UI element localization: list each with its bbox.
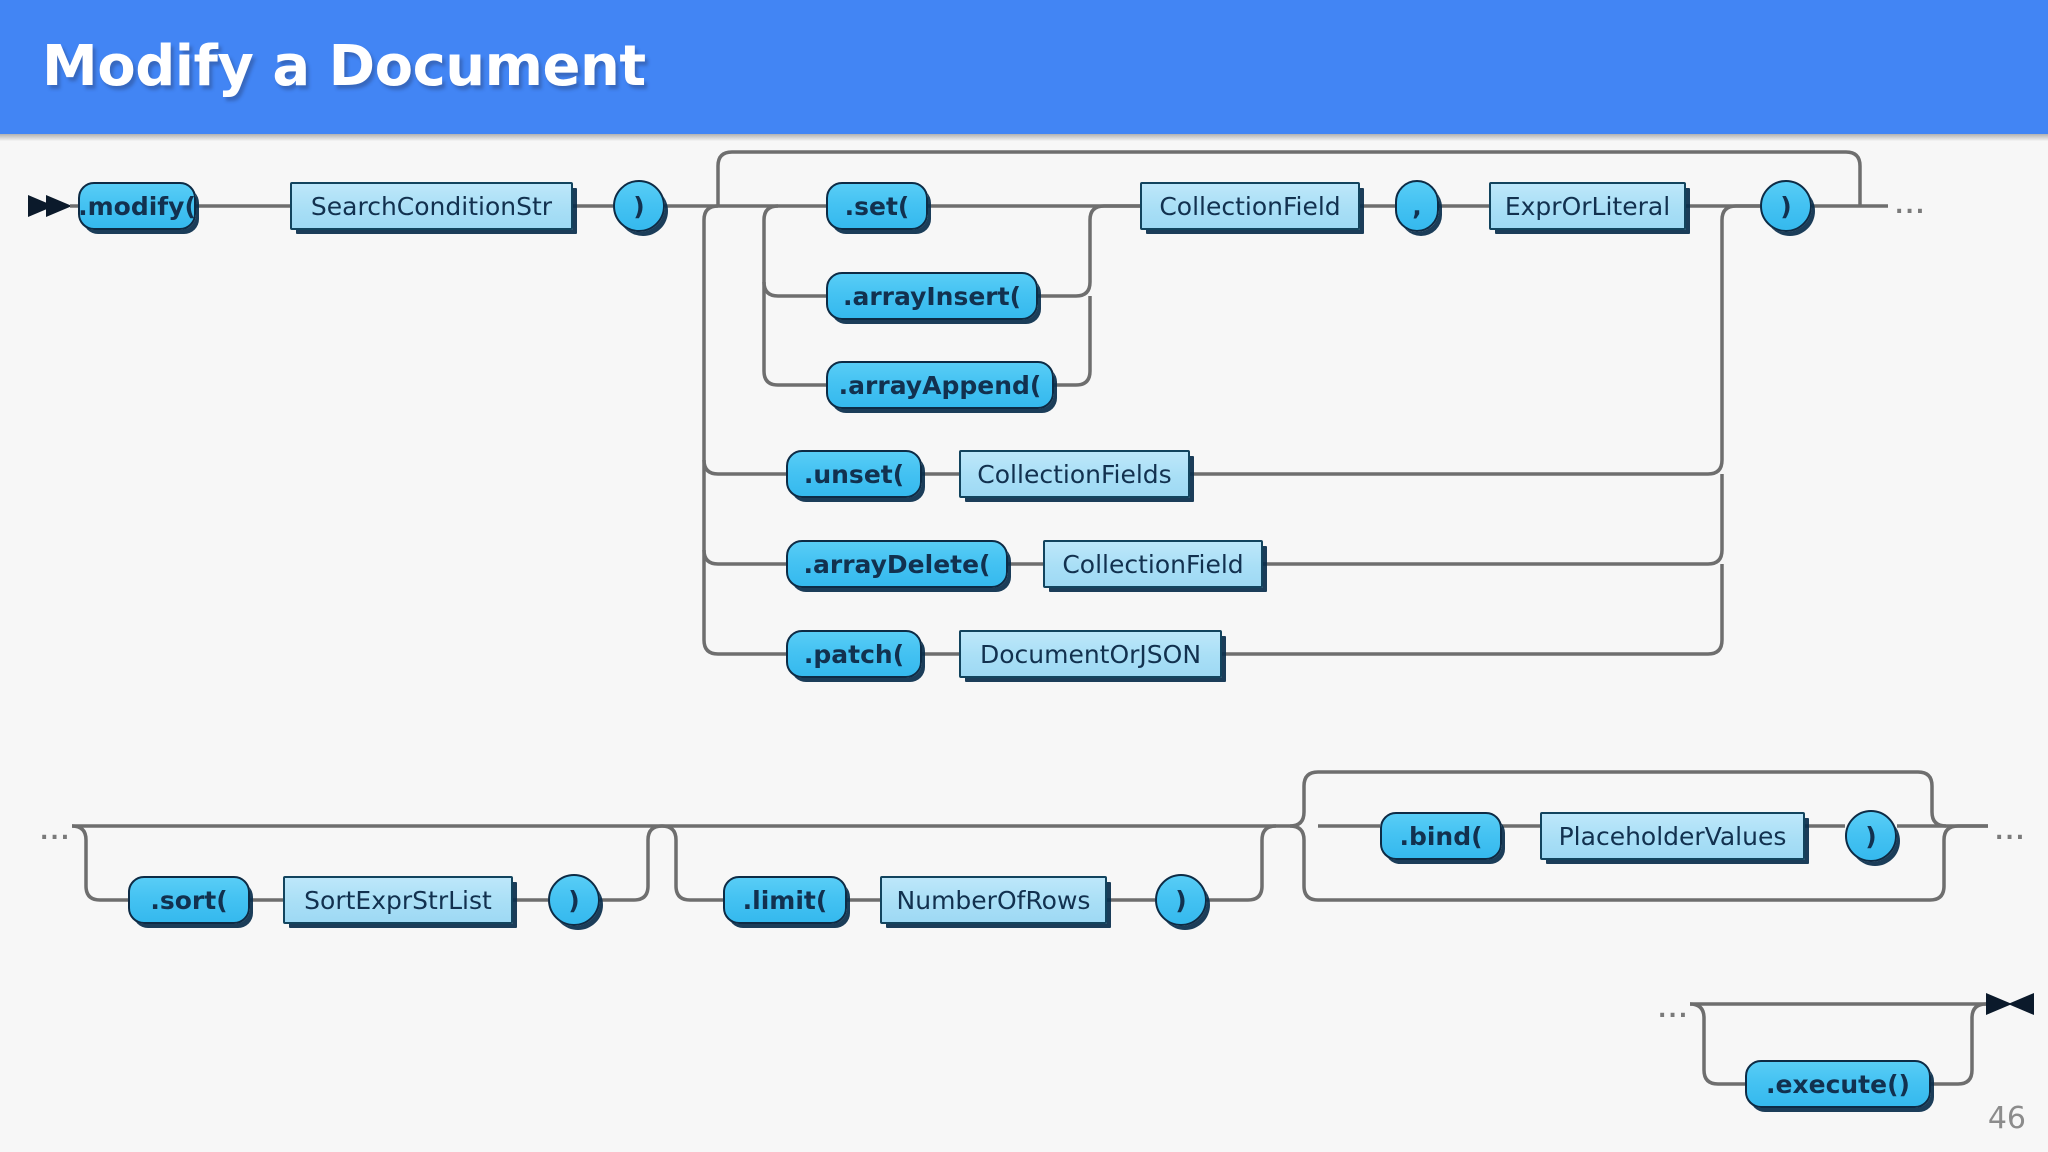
railroad-node-label: DocumentOrJSON: [979, 639, 1202, 669]
railroad-node-close-paren-2: ): [1760, 180, 1812, 232]
railroad-node-label: .execute(): [1766, 1069, 1910, 1099]
railroad-node-collection-fields: CollectionFields: [959, 450, 1190, 498]
railroad-node-unset: .unset(: [786, 450, 922, 498]
railroad-node-label: NumberOfRows: [896, 885, 1091, 915]
railroad-node-array-delete: .arrayDelete(: [786, 540, 1008, 588]
continuation-dots-dots-row2-end: ...: [1995, 820, 2027, 845]
railroad-node-label: ): [1175, 885, 1187, 915]
railroad-node-label: ): [1780, 191, 1792, 221]
railroad-node-label: .unset(: [803, 459, 905, 489]
railroad-node-label: ,: [1412, 191, 1422, 221]
railroad-node-execute: .execute(): [1745, 1060, 1931, 1108]
railroad-node-close-paren-3: ): [548, 874, 600, 926]
railroad-node-sort: .sort(: [128, 876, 250, 924]
page-title: Modify a Document: [42, 34, 646, 99]
railroad-node-collection-field-1: CollectionField: [1140, 182, 1360, 230]
railroad-node-expr-or-literal: ExprOrLiteral: [1489, 182, 1686, 230]
railroad-node-label: ExprOrLiteral: [1504, 191, 1671, 221]
start-marker-icon: [28, 195, 72, 217]
railroad-node-placeholder-values: PlaceholderValues: [1540, 812, 1805, 860]
railroad-node-label: .bind(: [1399, 821, 1483, 851]
railroad-node-label: ): [633, 191, 645, 221]
railroad-node-close-paren-1: ): [613, 180, 665, 232]
railroad-node-close-paren-5: ): [1845, 810, 1897, 862]
railroad-node-label: .patch(: [803, 639, 905, 669]
continuation-dots-dots-row1-end: ...: [1895, 194, 1927, 219]
railroad-node-label: ): [568, 885, 580, 915]
railroad-node-label: SortExprStrList: [304, 885, 492, 915]
continuation-dots-dots-row2-start: ...: [40, 820, 72, 845]
railroad-node-label: .set(: [844, 191, 910, 221]
railroad-node-label: .modify(: [78, 191, 196, 221]
railroad-node-label: CollectionFields: [977, 459, 1172, 489]
railroad-node-collection-field-2: CollectionField: [1043, 540, 1263, 588]
railroad-node-number-of-rows: NumberOfRows: [880, 876, 1107, 924]
railroad-node-limit: .limit(: [723, 876, 847, 924]
slide-page-number: 46: [1987, 1101, 2026, 1136]
end-marker-icon: [1986, 993, 2034, 1015]
slide-header-bar: [0, 0, 2048, 134]
railroad-node-label: .arrayInsert(: [842, 281, 1022, 311]
railroad-node-label: ): [1865, 821, 1877, 851]
railroad-node-label: .arrayDelete(: [803, 549, 991, 579]
railroad-node-label: CollectionField: [1159, 191, 1341, 221]
railroad-node-patch: .patch(: [786, 630, 922, 678]
railroad-node-label: SearchConditionStr: [310, 191, 553, 221]
railroad-node-set: .set(: [826, 182, 928, 230]
railroad-node-label: .arrayAppend(: [838, 370, 1042, 400]
railroad-node-sort-expr-str-list: SortExprStrList: [283, 876, 513, 924]
railroad-node-comma: ,: [1395, 180, 1439, 232]
railroad-node-label: CollectionField: [1062, 549, 1244, 579]
header-divider: [0, 134, 2048, 141]
railroad-node-bind: .bind(: [1380, 812, 1502, 860]
railroad-node-document-or-json: DocumentOrJSON: [959, 630, 1222, 678]
railroad-node-label: .limit(: [742, 885, 828, 915]
continuation-dots-dots-row3-start: ...: [1658, 998, 1690, 1023]
railroad-node-label: .sort(: [150, 885, 228, 915]
railroad-node-label: PlaceholderValues: [1558, 821, 1787, 851]
railroad-node-array-insert: .arrayInsert(: [826, 272, 1038, 320]
railroad-node-modify: .modify(: [78, 182, 196, 230]
railroad-node-close-paren-4: ): [1155, 874, 1207, 926]
railroad-node-array-append: .arrayAppend(: [826, 361, 1054, 409]
railroad-node-search-cond-str: SearchConditionStr: [290, 182, 573, 230]
